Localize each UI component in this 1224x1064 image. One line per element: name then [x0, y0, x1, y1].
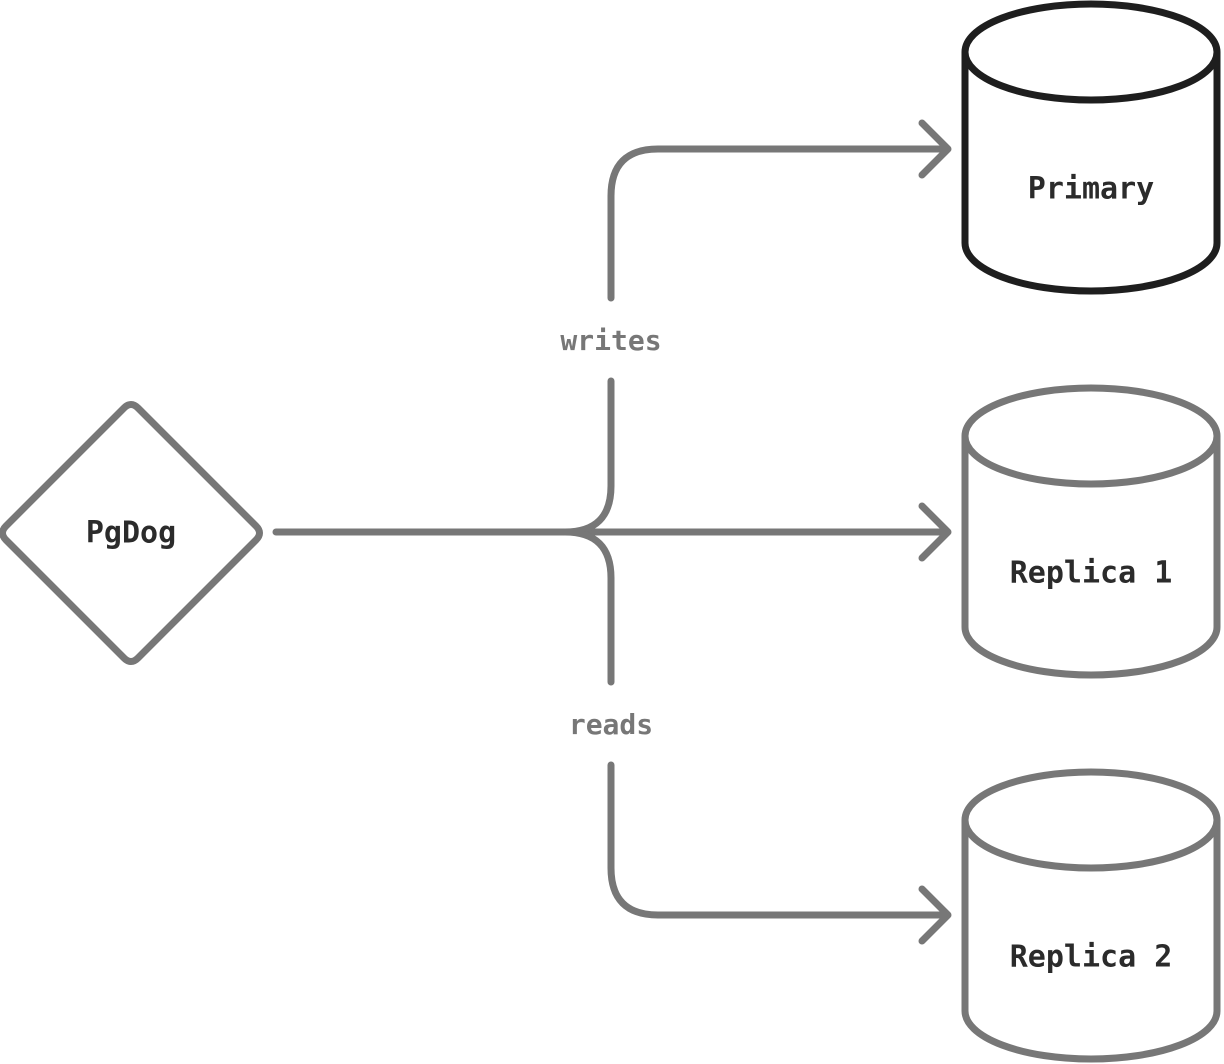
reads-branch-lower: [607, 761, 949, 919]
writes-branch-upper: [607, 145, 949, 302]
writes-branch-lower: [561, 377, 615, 536]
primary-database: Primary: [961, 0, 1221, 295]
replica-1-cylinder-body: [961, 436, 1221, 679]
arrowhead-replica-2: [918, 885, 952, 945]
pgdog-node: PgDog: [0, 401, 263, 665]
primary-cylinder-body: [961, 52, 1221, 295]
replica-2-cylinder-top: [961, 768, 1221, 872]
replica-1-cylinder-top: [961, 384, 1221, 488]
writes-edge-label: writes: [560, 324, 661, 357]
arrowhead-primary: [918, 119, 952, 179]
replica-2-database: Replica 2: [961, 768, 1221, 1063]
reads-edge-label: reads: [569, 708, 653, 741]
replica-2-cylinder-body: [961, 820, 1221, 1063]
replica-2-label: Replica 2: [1010, 940, 1173, 975]
arrowhead-replica-1: [918, 502, 952, 562]
primary-cylinder-top: [961, 0, 1221, 104]
replica-1-database: Replica 1: [961, 384, 1221, 679]
pgdog-label: PgDog: [86, 516, 176, 551]
primary-label: Primary: [1028, 172, 1154, 207]
connections: [272, 119, 952, 945]
replica-1-label: Replica 1: [1010, 556, 1173, 591]
pgdog-diamond-shape: [0, 401, 263, 665]
reads-branch-upper: [561, 528, 615, 686]
